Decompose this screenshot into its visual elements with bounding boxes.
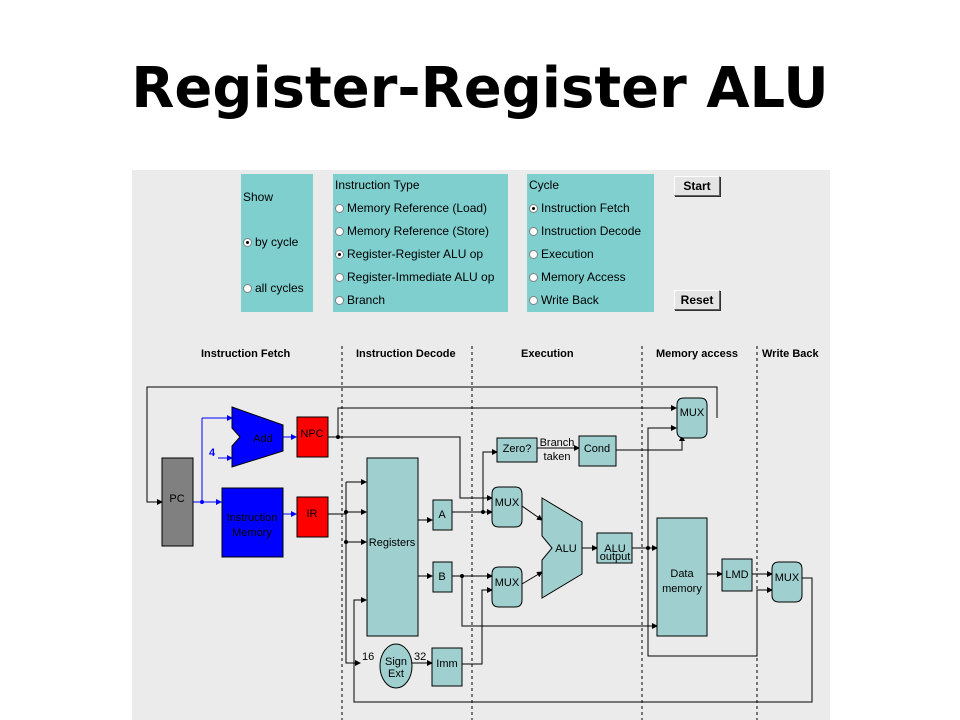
svg-text:PC: PC: [169, 493, 184, 505]
label-16: 16: [362, 651, 374, 663]
svg-text:Cond: Cond: [584, 443, 610, 455]
alu-output-latch: ALU output: [596, 532, 633, 564]
svg-text:Registers: Registers: [369, 537, 416, 549]
cycle-instruction-fetch[interactable]: Instruction Fetch: [529, 201, 630, 215]
a-latch: A: [432, 499, 453, 531]
cycle-memory-access[interactable]: Memory Access: [529, 270, 626, 284]
radio-selected-icon: [529, 204, 538, 213]
svg-text:Sign: Sign: [385, 656, 407, 668]
radio-selected-icon: [335, 250, 344, 259]
radio-selected-icon: [243, 238, 252, 247]
stage-label-memory: Memory access: [656, 348, 738, 360]
instruction-type-reg-reg-alu[interactable]: Register-Register ALU op: [335, 247, 483, 261]
instruction-type-header: Instruction Type: [335, 178, 420, 192]
radio-icon: [529, 250, 538, 259]
alu: ALU: [541, 497, 583, 599]
cond-latch: Cond: [578, 435, 617, 467]
radio-icon: [529, 273, 538, 282]
ir-latch: IR: [296, 496, 329, 538]
svg-text:memory: memory: [662, 583, 702, 595]
radio-icon: [243, 284, 252, 293]
svg-text:output: output: [600, 551, 631, 563]
show-options-box: Show by cycle all cycles: [241, 174, 313, 312]
execution-mux-upper: MUX: [491, 486, 523, 528]
start-button[interactable]: Start: [674, 176, 720, 196]
lmd-latch: LMD: [721, 558, 753, 592]
writeback-mux: MUX: [771, 561, 803, 603]
svg-text:A: A: [438, 509, 446, 521]
svg-text:LMD: LMD: [725, 569, 748, 581]
svg-text:Memory: Memory: [232, 527, 272, 539]
radio-icon: [529, 296, 538, 305]
constant-four: 4: [209, 447, 216, 459]
pc-junction-dot: [200, 500, 204, 504]
b-latch: B: [432, 561, 453, 593]
cycle-write-back[interactable]: Write Back: [529, 293, 599, 307]
svg-text:ALU: ALU: [604, 543, 625, 555]
show-header: Show: [243, 190, 274, 204]
stage-label-execution: Execution: [521, 348, 574, 360]
npc-latch: NPC: [296, 416, 329, 458]
svg-text:IR: IR: [307, 508, 318, 520]
cycle-header: Cycle: [529, 178, 560, 192]
cycle-instruction-decode[interactable]: Instruction Decode: [529, 224, 641, 238]
radio-icon: [529, 227, 538, 236]
stage-label-writeback: Write Back: [762, 348, 820, 360]
radio-icon: [335, 273, 344, 282]
show-option-by-cycle[interactable]: by cycle: [243, 235, 298, 249]
pc-adder: Add: [231, 406, 284, 468]
svg-text:MUX: MUX: [680, 407, 705, 419]
zero-test: Zero?: [496, 437, 538, 463]
cycle-execution[interactable]: Execution: [529, 247, 594, 261]
datapath-wires: [146, 386, 813, 703]
svg-text:Ext: Ext: [388, 668, 404, 680]
reset-button[interactable]: Reset: [674, 290, 720, 310]
svg-text:ALU: ALU: [555, 543, 576, 555]
svg-text:Add: Add: [253, 433, 273, 445]
svg-text:MUX: MUX: [495, 497, 520, 509]
instruction-memory: Instruction Memory: [221, 487, 284, 558]
svg-text:Zero?: Zero?: [503, 443, 532, 455]
pc-register: PC: [161, 457, 194, 547]
active-fetch-wires: [193, 415, 297, 517]
instruction-type-branch[interactable]: Branch: [335, 293, 385, 307]
radio-icon: [335, 227, 344, 236]
svg-text:MUX: MUX: [495, 577, 520, 589]
cycle-box: Cycle Instruction Fetch Instruction Deco…: [527, 174, 654, 312]
register-file: Registers: [366, 457, 419, 637]
sign-extend: Sign Ext: [379, 643, 413, 689]
page-title: Register-Register ALU: [131, 56, 829, 121]
radio-icon: [335, 204, 344, 213]
instruction-type-box: Instruction Type Memory Reference (Load)…: [333, 174, 508, 312]
execution-mux-lower: MUX: [491, 566, 523, 608]
svg-text:Imm: Imm: [436, 658, 457, 670]
svg-text:MUX: MUX: [775, 572, 800, 584]
memory-mux: MUX: [676, 397, 708, 439]
stage-label-fetch: Instruction Fetch: [201, 348, 291, 360]
stage-label-decode: Instruction Decode: [356, 348, 456, 360]
imm-latch: Imm: [431, 647, 463, 687]
svg-text:NPC: NPC: [300, 428, 323, 440]
svg-text:Data: Data: [670, 568, 694, 580]
junction-dots: [336, 435, 650, 578]
instruction-type-store[interactable]: Memory Reference (Store): [335, 224, 489, 238]
svg-text:B: B: [438, 571, 445, 583]
branch-taken-label-1: Branch: [540, 437, 575, 449]
data-memory: Data memory: [656, 517, 708, 637]
label-32: 32: [414, 651, 426, 663]
branch-taken-label-2: taken: [544, 451, 571, 463]
show-option-all-cycles[interactable]: all cycles: [243, 281, 304, 295]
instruction-type-load[interactable]: Memory Reference (Load): [335, 201, 487, 215]
radio-icon: [335, 296, 344, 305]
svg-text:Instruction: Instruction: [227, 512, 278, 524]
instruction-type-reg-imm-alu[interactable]: Register-Immediate ALU op: [335, 270, 494, 284]
